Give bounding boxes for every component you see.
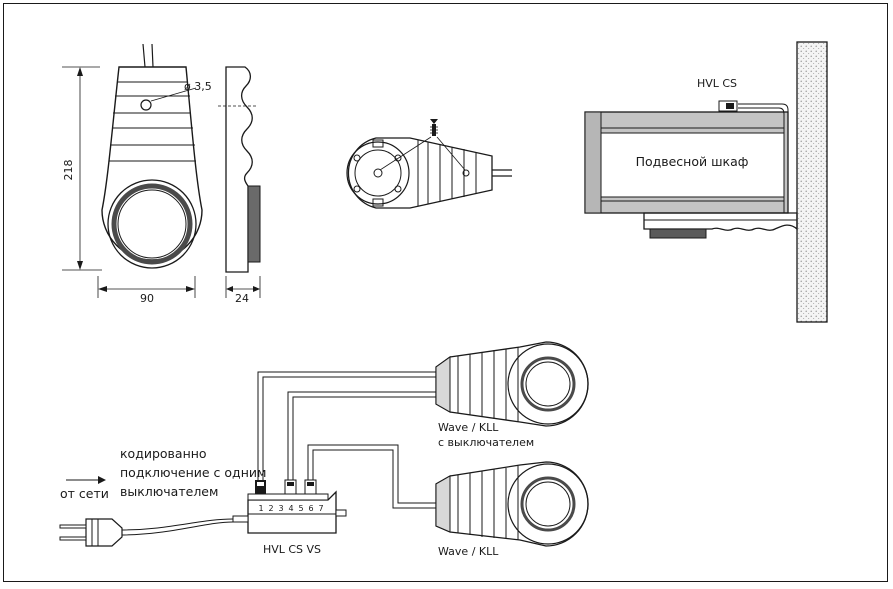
lamp-top-label-line1: Wave / KLL bbox=[438, 421, 499, 434]
lamp-lens-ring bbox=[111, 183, 193, 265]
unit-label: HVL CS VS bbox=[263, 543, 321, 556]
lamp-bottom-wave-kll bbox=[435, 461, 589, 547]
lamp-side-view: 24 bbox=[218, 66, 261, 305]
lamp-top-label-line2: с выключателем bbox=[438, 436, 534, 449]
side-base bbox=[247, 185, 261, 263]
lamp-front-view: ø 3,5 bbox=[101, 43, 212, 269]
lamp-top-wave-kll bbox=[435, 341, 589, 427]
mains-arrow-icon bbox=[66, 476, 106, 484]
cabinet-installation: Подвесной шкаф HVL CS bbox=[584, 41, 828, 323]
terminal-numbers: 1 2 3 4 5 6 7 bbox=[258, 504, 323, 513]
drawing-frame bbox=[3, 3, 888, 582]
wall bbox=[796, 41, 828, 323]
terminal-1: 1 bbox=[258, 504, 263, 513]
cabinet-lamp-base bbox=[649, 228, 707, 239]
width-value: 90 bbox=[140, 292, 154, 305]
terminal-7: 7 bbox=[318, 504, 323, 513]
terminal-6: 6 bbox=[308, 504, 313, 513]
height-value: 218 bbox=[62, 160, 75, 181]
terminal-3: 3 bbox=[278, 504, 283, 513]
lamp-bottom-label: Wave / KLL bbox=[438, 545, 499, 558]
coded-label-line3: выключателем bbox=[120, 484, 218, 499]
unit-connectors bbox=[255, 479, 317, 495]
mains-plug-icon bbox=[59, 518, 234, 547]
cabinet-label: Подвесной шкаф bbox=[636, 154, 749, 169]
screw-icon bbox=[430, 119, 438, 136]
lamp-lens-outer bbox=[107, 179, 197, 269]
cabinet-inner bbox=[600, 132, 785, 198]
height-dimension: 218 bbox=[62, 66, 102, 271]
distribution-unit bbox=[232, 490, 347, 534]
width-dimension: 90 bbox=[97, 276, 196, 305]
coded-label-line2: подключение с одним bbox=[120, 465, 266, 480]
mounting-hole bbox=[140, 99, 152, 111]
wiring-diagram: Wave / KLL с выключателем Wave / KLL bbox=[59, 341, 589, 558]
hole-diameter-label: ø 3,5 bbox=[184, 80, 212, 93]
terminal-4: 4 bbox=[288, 504, 293, 513]
source-label: от сети bbox=[60, 486, 109, 501]
sensor-label: HVL CS bbox=[697, 77, 737, 90]
terminal-5: 5 bbox=[298, 504, 303, 513]
coded-label-line1: кодированно bbox=[120, 446, 207, 461]
lamp-lens-inner bbox=[117, 189, 187, 259]
terminal-2: 2 bbox=[268, 504, 273, 513]
lamp-mounting-view bbox=[346, 119, 512, 209]
depth-value: 24 bbox=[235, 292, 249, 305]
